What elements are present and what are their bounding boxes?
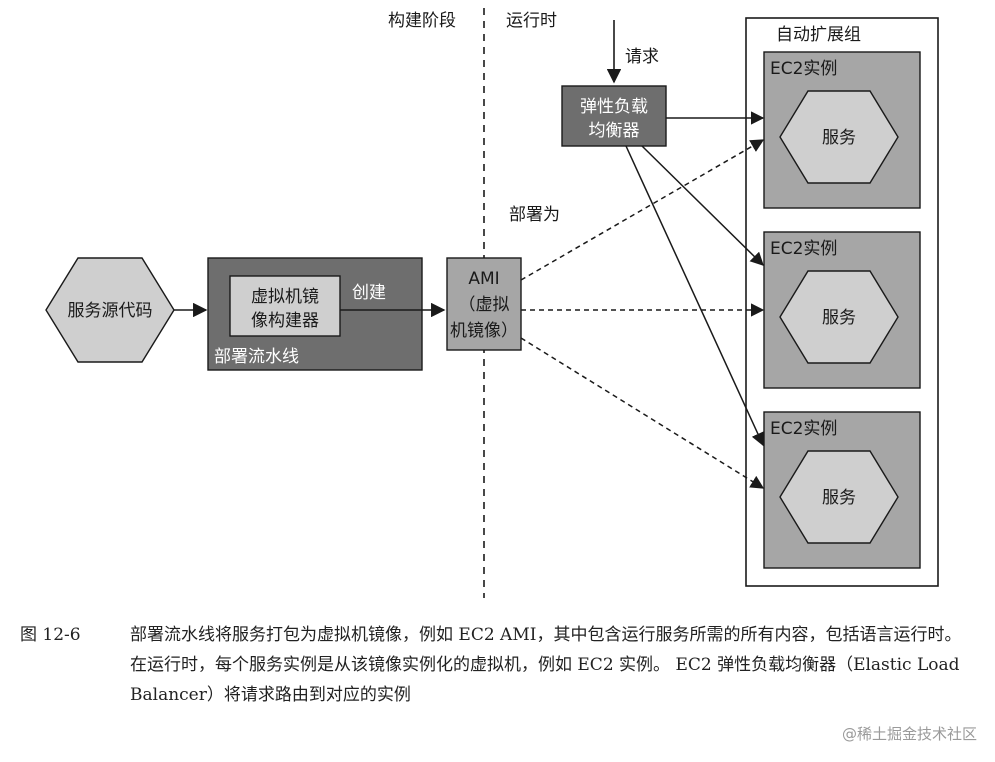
- figure-number: 图 12-6: [20, 625, 81, 645]
- service-label: 服务: [822, 308, 856, 328]
- source-code-label: 服务源代码: [68, 301, 153, 321]
- watermark: @稀土掘金技术社区: [841, 725, 977, 743]
- ec2-instance-title: EC2实例: [770, 59, 837, 79]
- service-label: 服务: [822, 488, 856, 508]
- image-builder-label-line2: 像构建器: [251, 311, 319, 331]
- service-hexagon: [779, 270, 899, 364]
- ec2-instance-title: EC2实例: [770, 239, 837, 259]
- ec2-instance-title: EC2实例: [770, 419, 837, 439]
- phase-runtime-label: 运行时: [506, 11, 557, 31]
- deploy-as-label: 部署为: [509, 205, 560, 225]
- create-label: 创建: [352, 283, 386, 303]
- pipeline-label: 部署流水线: [214, 347, 299, 367]
- service-hexagon: [779, 450, 899, 544]
- service-hexagon: [779, 90, 899, 184]
- request-label: 请求: [625, 47, 659, 67]
- lb-to-instance-arrow: [641, 145, 764, 266]
- load-balancer-label-line1: 弹性负载: [580, 97, 648, 117]
- ami-label-line2: （虚拟: [459, 295, 510, 315]
- phase-build-label: 构建阶段: [388, 11, 456, 31]
- image-builder-label-line1: 虚拟机镜: [251, 287, 319, 307]
- service-label: 服务: [822, 128, 856, 148]
- lb-to-instance-arrow: [625, 145, 765, 447]
- ami-deploy-arrow: [520, 337, 765, 489]
- ami-label-line3: 机镜像）: [450, 321, 518, 341]
- auto-scaling-group-label: 自动扩展组: [776, 25, 861, 45]
- caption-text: 部署流水线将服务打包为虚拟机镜像，例如 EC2 AMI，其中包含运行服务所需的所…: [130, 625, 962, 705]
- load-balancer-box: [561, 85, 667, 147]
- ami-label-line1: AMI: [468, 269, 499, 289]
- load-balancer-label-line2: 均衡器: [589, 121, 640, 141]
- image-builder-box: [229, 275, 341, 337]
- ami-box: [446, 257, 522, 351]
- deployment-diagram: 构建阶段 运行时 请求 弹性负载 均衡器 部署为 服务源代码 虚拟机镜 像构建器…: [45, 8, 939, 598]
- ami-deploy-arrow: [520, 139, 765, 281]
